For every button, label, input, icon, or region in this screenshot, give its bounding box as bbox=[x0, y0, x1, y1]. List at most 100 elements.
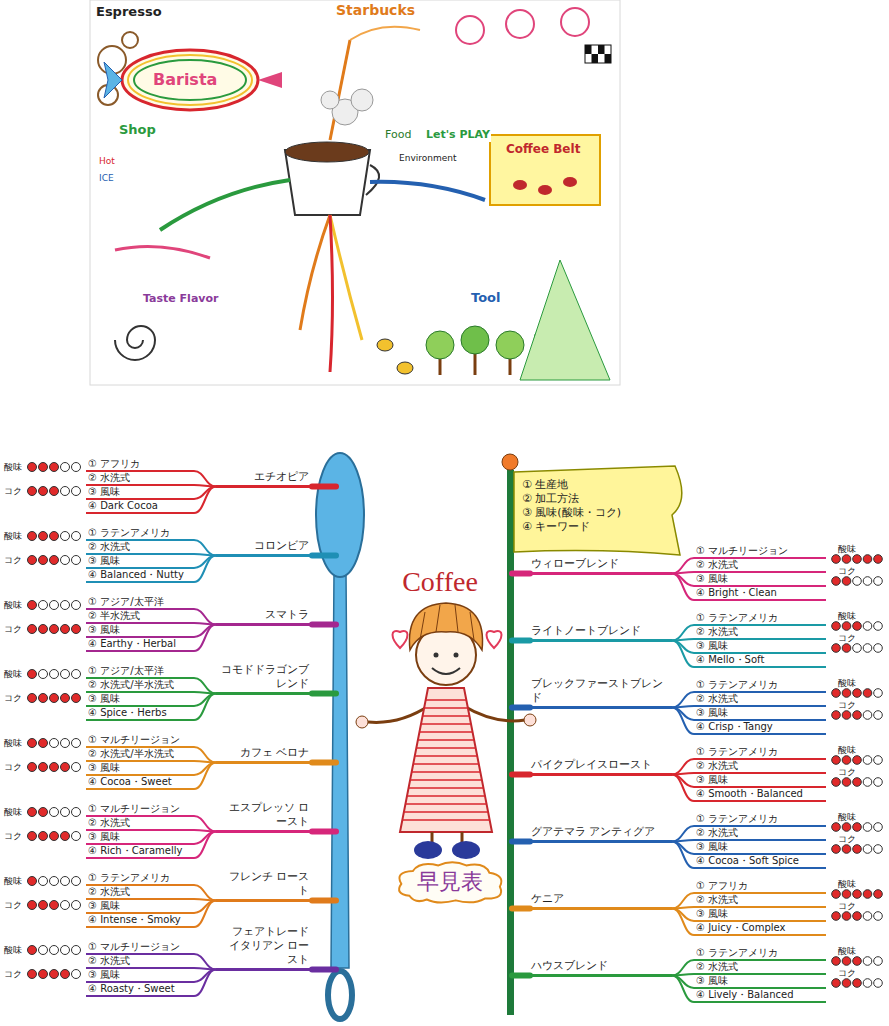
attribute-item: ④ Dark Cocoa bbox=[86, 500, 194, 514]
scale-dot bbox=[50, 694, 59, 703]
node-text: ② 水洗式/半水洗式 bbox=[88, 679, 174, 691]
scale-label: 酸味 bbox=[4, 807, 22, 817]
attribute-item: ② 半水洗式 bbox=[86, 610, 194, 624]
scale-dot bbox=[842, 979, 851, 988]
map-topic: Taste Flavor bbox=[142, 292, 219, 306]
scale-dot bbox=[832, 823, 841, 832]
scale-label: コク bbox=[838, 901, 856, 911]
node-text: ライトノートブレンド bbox=[531, 624, 669, 638]
branch-connector bbox=[672, 960, 694, 976]
top-mind-map-part bbox=[490, 135, 600, 205]
scale-dot bbox=[72, 487, 81, 496]
scale-dot bbox=[28, 946, 37, 955]
node-text: ② 水洗式 bbox=[696, 626, 738, 638]
node-text: ① マルチリージョン bbox=[696, 545, 788, 557]
scale-dot bbox=[832, 644, 841, 653]
scale-label: コク bbox=[4, 693, 22, 703]
node-text: ① ラテンアメリカ bbox=[88, 527, 170, 539]
attribute-item: ④ Balanced・Nutty bbox=[86, 569, 194, 583]
branch-connector bbox=[672, 625, 694, 641]
top-mind-map-part bbox=[134, 60, 246, 100]
attribute-item: ④ Rich・Caramelly bbox=[86, 845, 194, 859]
map-topic: ICE bbox=[98, 172, 115, 184]
scale-label: 酸味 bbox=[4, 600, 22, 610]
node-text: ① マルチリージョン bbox=[88, 803, 180, 815]
scale-dot bbox=[863, 577, 872, 586]
scale-dot bbox=[39, 556, 48, 565]
scale-dot bbox=[72, 901, 81, 910]
attribute-item: ② 水洗式 bbox=[694, 626, 826, 640]
cloud-badge: 早見表 bbox=[392, 859, 508, 905]
scale-dot bbox=[874, 890, 883, 899]
scale-dot bbox=[50, 946, 59, 955]
scale-label: コク bbox=[4, 486, 22, 496]
scale-dot bbox=[61, 763, 70, 772]
attribute-item: ④ Lively・Balanced bbox=[694, 989, 826, 1003]
node-text: ③ 風味 bbox=[88, 624, 120, 636]
attribute-item: ② 水洗式 bbox=[694, 827, 826, 841]
scale-dots bbox=[28, 463, 883, 988]
scale-dot bbox=[832, 622, 841, 631]
chart-title: Coffee bbox=[370, 566, 510, 598]
scale-dot bbox=[39, 532, 48, 541]
attribute-item: ③ 風味 bbox=[86, 486, 194, 500]
scale-dot bbox=[72, 694, 81, 703]
scale-dot bbox=[61, 877, 70, 886]
scale-dot bbox=[39, 808, 48, 817]
scale-dot bbox=[842, 778, 851, 787]
branch-connector bbox=[672, 558, 694, 574]
scale-label: コク bbox=[4, 555, 22, 565]
scale-dot bbox=[28, 601, 37, 610]
attribute-item: ④ Mello・Soft bbox=[694, 654, 826, 668]
scale-dot bbox=[61, 694, 70, 703]
branch-connector bbox=[194, 556, 216, 583]
node-text: ① ラテンアメリカ bbox=[696, 746, 778, 758]
scale-dot bbox=[39, 694, 48, 703]
node-text: ケニア bbox=[531, 892, 669, 906]
stripes-part bbox=[390, 715, 500, 717]
attribute-item: ① アジア/太平洋 bbox=[86, 665, 194, 679]
attribute-item: ① ラテンアメリカ bbox=[694, 679, 826, 693]
branch-connector bbox=[194, 901, 216, 928]
node-text: フェアトレード イタリアン ロースト bbox=[219, 925, 309, 967]
scale-dot bbox=[61, 463, 70, 472]
scale-dot bbox=[72, 808, 81, 817]
map-topic: Food bbox=[384, 128, 412, 142]
top-mind-map-part bbox=[585, 45, 611, 63]
node-text: 早見表 bbox=[416, 869, 484, 895]
node-text: ③ 風味 bbox=[696, 573, 728, 585]
scale-dot bbox=[50, 739, 59, 748]
scale-dot bbox=[72, 970, 81, 979]
scale-label: コク bbox=[4, 624, 22, 634]
scale-dot bbox=[842, 823, 851, 832]
attribute-item: ② 水洗式 bbox=[86, 472, 194, 486]
stripes bbox=[390, 700, 500, 820]
branch-connector bbox=[672, 842, 694, 869]
branch-stubs-part bbox=[312, 622, 336, 628]
top-mind-map-part bbox=[321, 91, 339, 109]
scale-dot bbox=[61, 901, 70, 910]
scale-dot bbox=[842, 689, 851, 698]
scale-dot bbox=[39, 625, 48, 634]
branch-connector bbox=[194, 694, 216, 721]
figure-part bbox=[409, 603, 482, 650]
top-mind-map-part bbox=[351, 89, 373, 111]
attribute-item: ④ Spice・Herbs bbox=[86, 707, 194, 721]
figure-part bbox=[368, 705, 430, 722]
stripes-part bbox=[390, 707, 500, 709]
coffee-name: エチオピア bbox=[216, 470, 312, 488]
scale-label: 酸味 bbox=[4, 876, 22, 886]
scale-dot bbox=[50, 970, 59, 979]
scale-dot bbox=[853, 912, 862, 921]
attribute-item: ③ 風味 bbox=[694, 774, 826, 788]
scale-label: コク bbox=[838, 633, 856, 643]
attribute-item: ③ 風味 bbox=[86, 900, 194, 914]
attribute-item: ③ 風味 bbox=[694, 707, 826, 721]
top-mind-map bbox=[90, 0, 620, 385]
stripes-part bbox=[390, 787, 500, 789]
scale-label: 酸味 bbox=[4, 738, 22, 748]
scale-dot bbox=[863, 845, 872, 854]
scale-dot bbox=[874, 555, 883, 564]
node-text: ④ Roasty・Sweet bbox=[88, 983, 175, 995]
